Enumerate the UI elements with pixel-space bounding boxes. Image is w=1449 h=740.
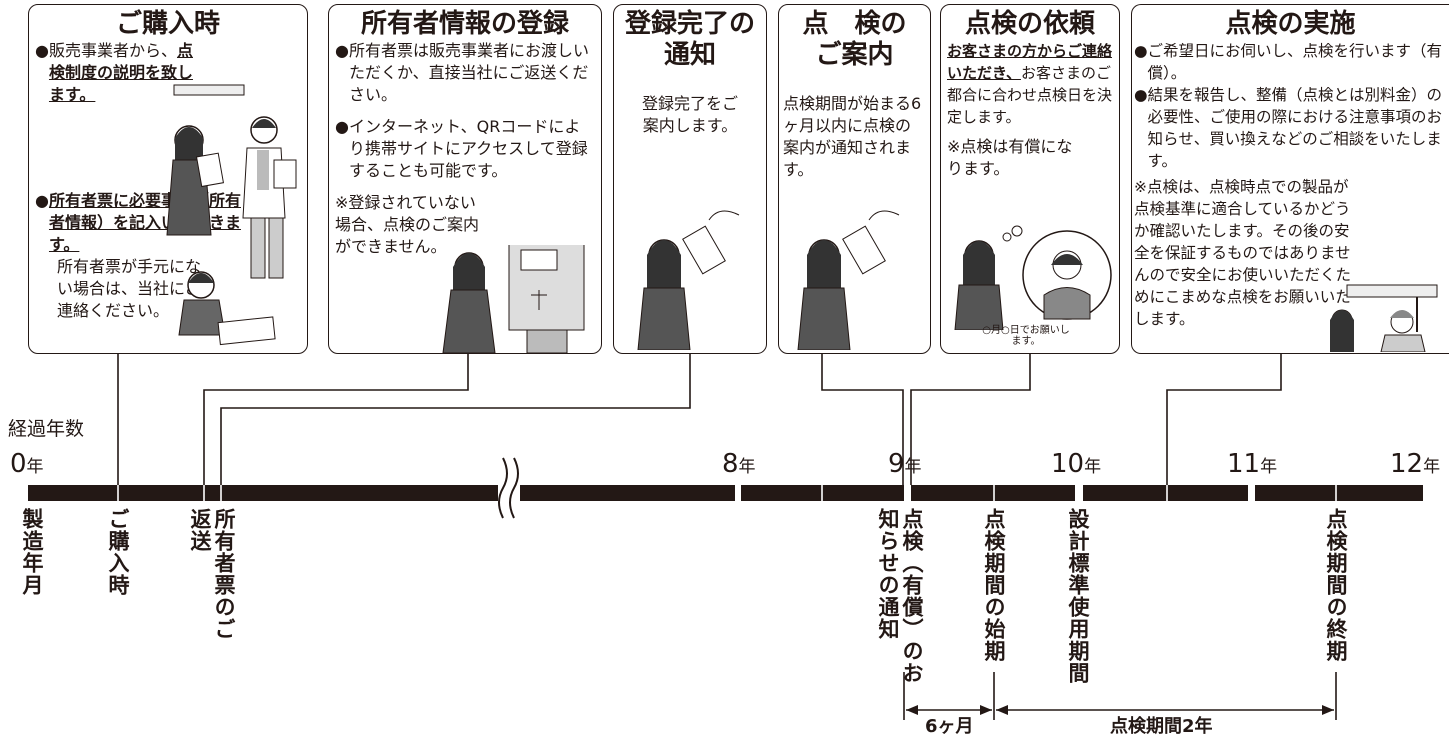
box-complete: 登録完了の通知 登録完了をご案内します。 [613,4,767,354]
box-register: 所有者情報の登録 ● 所有者票は販売事業者にお渡しいただくか、直接当社にご返送く… [328,4,602,354]
execute-b1-text: ご希望日にお伺いし、点検を行います（有償）。 [1147,42,1443,82]
purchase-b1-text: 販売事業者から、 [48,41,177,60]
tick-label: 12年 [1390,449,1441,479]
event-manufacture: 製造年月 [20,508,44,596]
tick-label: 10年 [1051,449,1102,479]
box-title: 点 検のご案内 [802,9,907,70]
timeline-axis [28,485,1423,501]
request-illustration [954,225,1112,330]
register-b2-text: インターネット、QRコードにより携帯サイトにアクセスして登録することも可能です。 [348,117,588,180]
tick-label: 9年 [888,449,922,479]
purchase-b2-text: 所有者票が手元にない場合は、当社にご連絡ください。 [57,257,202,320]
register-b1-text: 所有者票は販売事業者にお渡しいただくか、直接当社にご返送ください。 [348,41,589,104]
event-notify: 点検（有償）のお知らせの通知 [876,508,924,684]
tick-label: 11年 [1227,449,1278,479]
guide-text: 点検期間が始まる6ヶ月以内に点検の案内が通知されます。 [783,94,922,179]
span-6m-label: 6ヶ月 [925,716,974,737]
connector-complete [220,354,691,485]
box-title: 所有者情報の登録 [360,9,569,39]
guide-illustration [797,210,900,350]
event-design: 設計標準使用期間 [1066,508,1090,684]
tick-label: 0年 [10,449,44,479]
purchase-illustration [166,84,297,346]
box-title: 点検の依頼 [964,9,1095,39]
request-bold: お客さまの方からご連絡いただき、 [947,42,1113,82]
connector-request [910,354,1031,485]
axis-label: 経過年数 [8,418,85,440]
execute-b2-text: 結果を報告し、整備（点検とは別料金）の必要性、ご使用の際における注意事項のお知ら… [1147,86,1443,170]
box-guide: 点 検のご案内 点検期間が始まる6ヶ月以内に点検の案内が通知されます。 [778,4,931,354]
box-request: 点検の依頼 お客さまの方からご連絡いただき、お客さまのご都合に合わせ点検日を決定… [940,4,1120,354]
request-note: ※点検は有償になります。 [947,137,1073,178]
connector-register [203,354,469,485]
box-execute: 点検の実施 ● ご希望日にお伺いし、点検を行います（有償）。 ● 結果を報告し、… [1131,4,1449,354]
box-title: 点検の実施 [1225,9,1356,39]
box-purchase: ご購入時 ● 販売事業者から、点検制度の説明を致します。 ● 所有者票に必要事項… [28,4,308,354]
tick-label: 8年 [722,449,756,479]
span-2y-label: 点検期間2年 [1110,716,1213,737]
event-purchase: ご購入時 [106,508,130,596]
complete-text: 登録完了をご案内します。 [641,94,738,135]
speech-text: ○月○日でお願いします。 [982,325,1070,347]
connector-guide [821,354,904,485]
register-illustration [442,245,585,353]
axis-break-mark [498,457,519,519]
event-start: 点検期間の始期 [982,508,1006,662]
execute-illustration [1330,284,1438,352]
box-title: 登録完了の通知 [624,9,755,70]
execute-note: ※点検は、点検時点での製品が点検基準に適合しているかどうか確認いたします。その後… [1134,178,1352,328]
request-text: お客さまのご都合に合わせ点検日を決定します。 [947,64,1113,126]
box-title: ご購入時 [115,9,220,39]
event-end: 点検期間の終期 [1324,508,1348,662]
event-return: 所有者票のご返送 [188,508,236,640]
connector-execute [1166,354,1282,485]
purchase-b1-bold: 点検制度の説明を致します。 [48,41,193,104]
complete-illustration [637,210,740,350]
register-note: ※登録されていない場合、点検のご案内ができません。 [335,193,480,256]
